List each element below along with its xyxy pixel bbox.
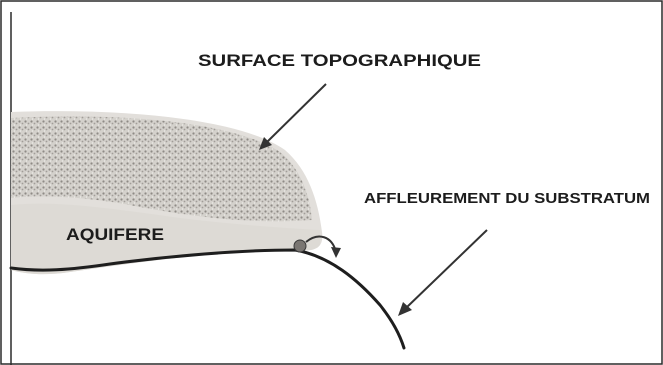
surface-pointer-arrow-icon xyxy=(266,84,326,143)
spring-dot-icon xyxy=(294,240,306,252)
outcrop-pointer-arrow-icon xyxy=(406,230,487,308)
label-surface-topographique: SURFACE TOPOGRAPHIQUE xyxy=(198,51,481,70)
label-affleurement-substratum: AFFLEUREMENT DU SUBSTRATUM xyxy=(364,190,650,207)
spring-flow-arrowhead-icon xyxy=(331,247,341,258)
label-aquifere: AQUIFERE xyxy=(66,225,164,244)
